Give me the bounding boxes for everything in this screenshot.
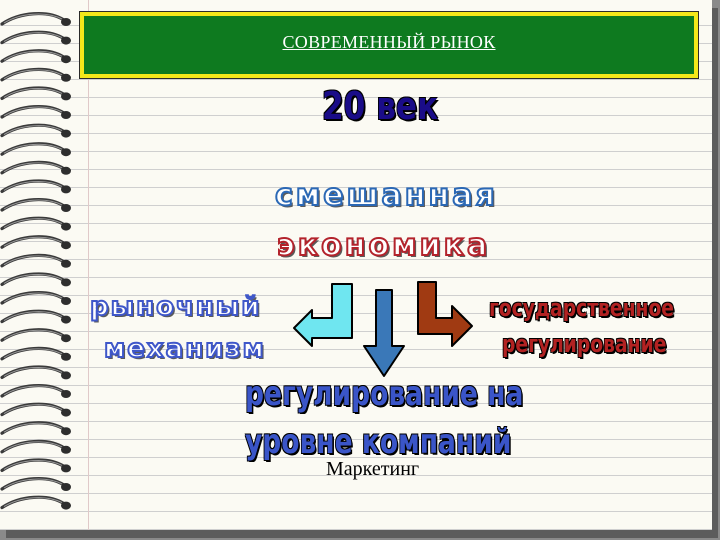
market-mechanism-line-1: рыночный — [89, 291, 262, 323]
mixed-economy-line-1: смешанная — [274, 177, 498, 214]
heading-century: 20 век — [322, 84, 439, 128]
marketing-label: Маркетинг — [326, 458, 420, 480]
title-banner: СОВРЕМЕННЫЙ РЫНОК — [79, 11, 699, 79]
state-regulation-line-2: регулирование — [502, 330, 667, 358]
company-regulation-line-1: регулирование на — [245, 374, 524, 414]
mixed-economy-line-2: экономика — [276, 227, 491, 264]
spiral-binding-icon — [0, 12, 71, 510]
market-mechanism-line-2: механизм — [103, 333, 266, 365]
state-regulation-line-1: государственное — [489, 294, 675, 322]
notebook-page — [0, 0, 712, 530]
company-regulation-line-2: уровне компаний — [245, 422, 512, 462]
slide-title: СОВРЕМЕННЫЙ РЫНОК — [282, 31, 496, 52]
margin-line — [88, 0, 89, 530]
